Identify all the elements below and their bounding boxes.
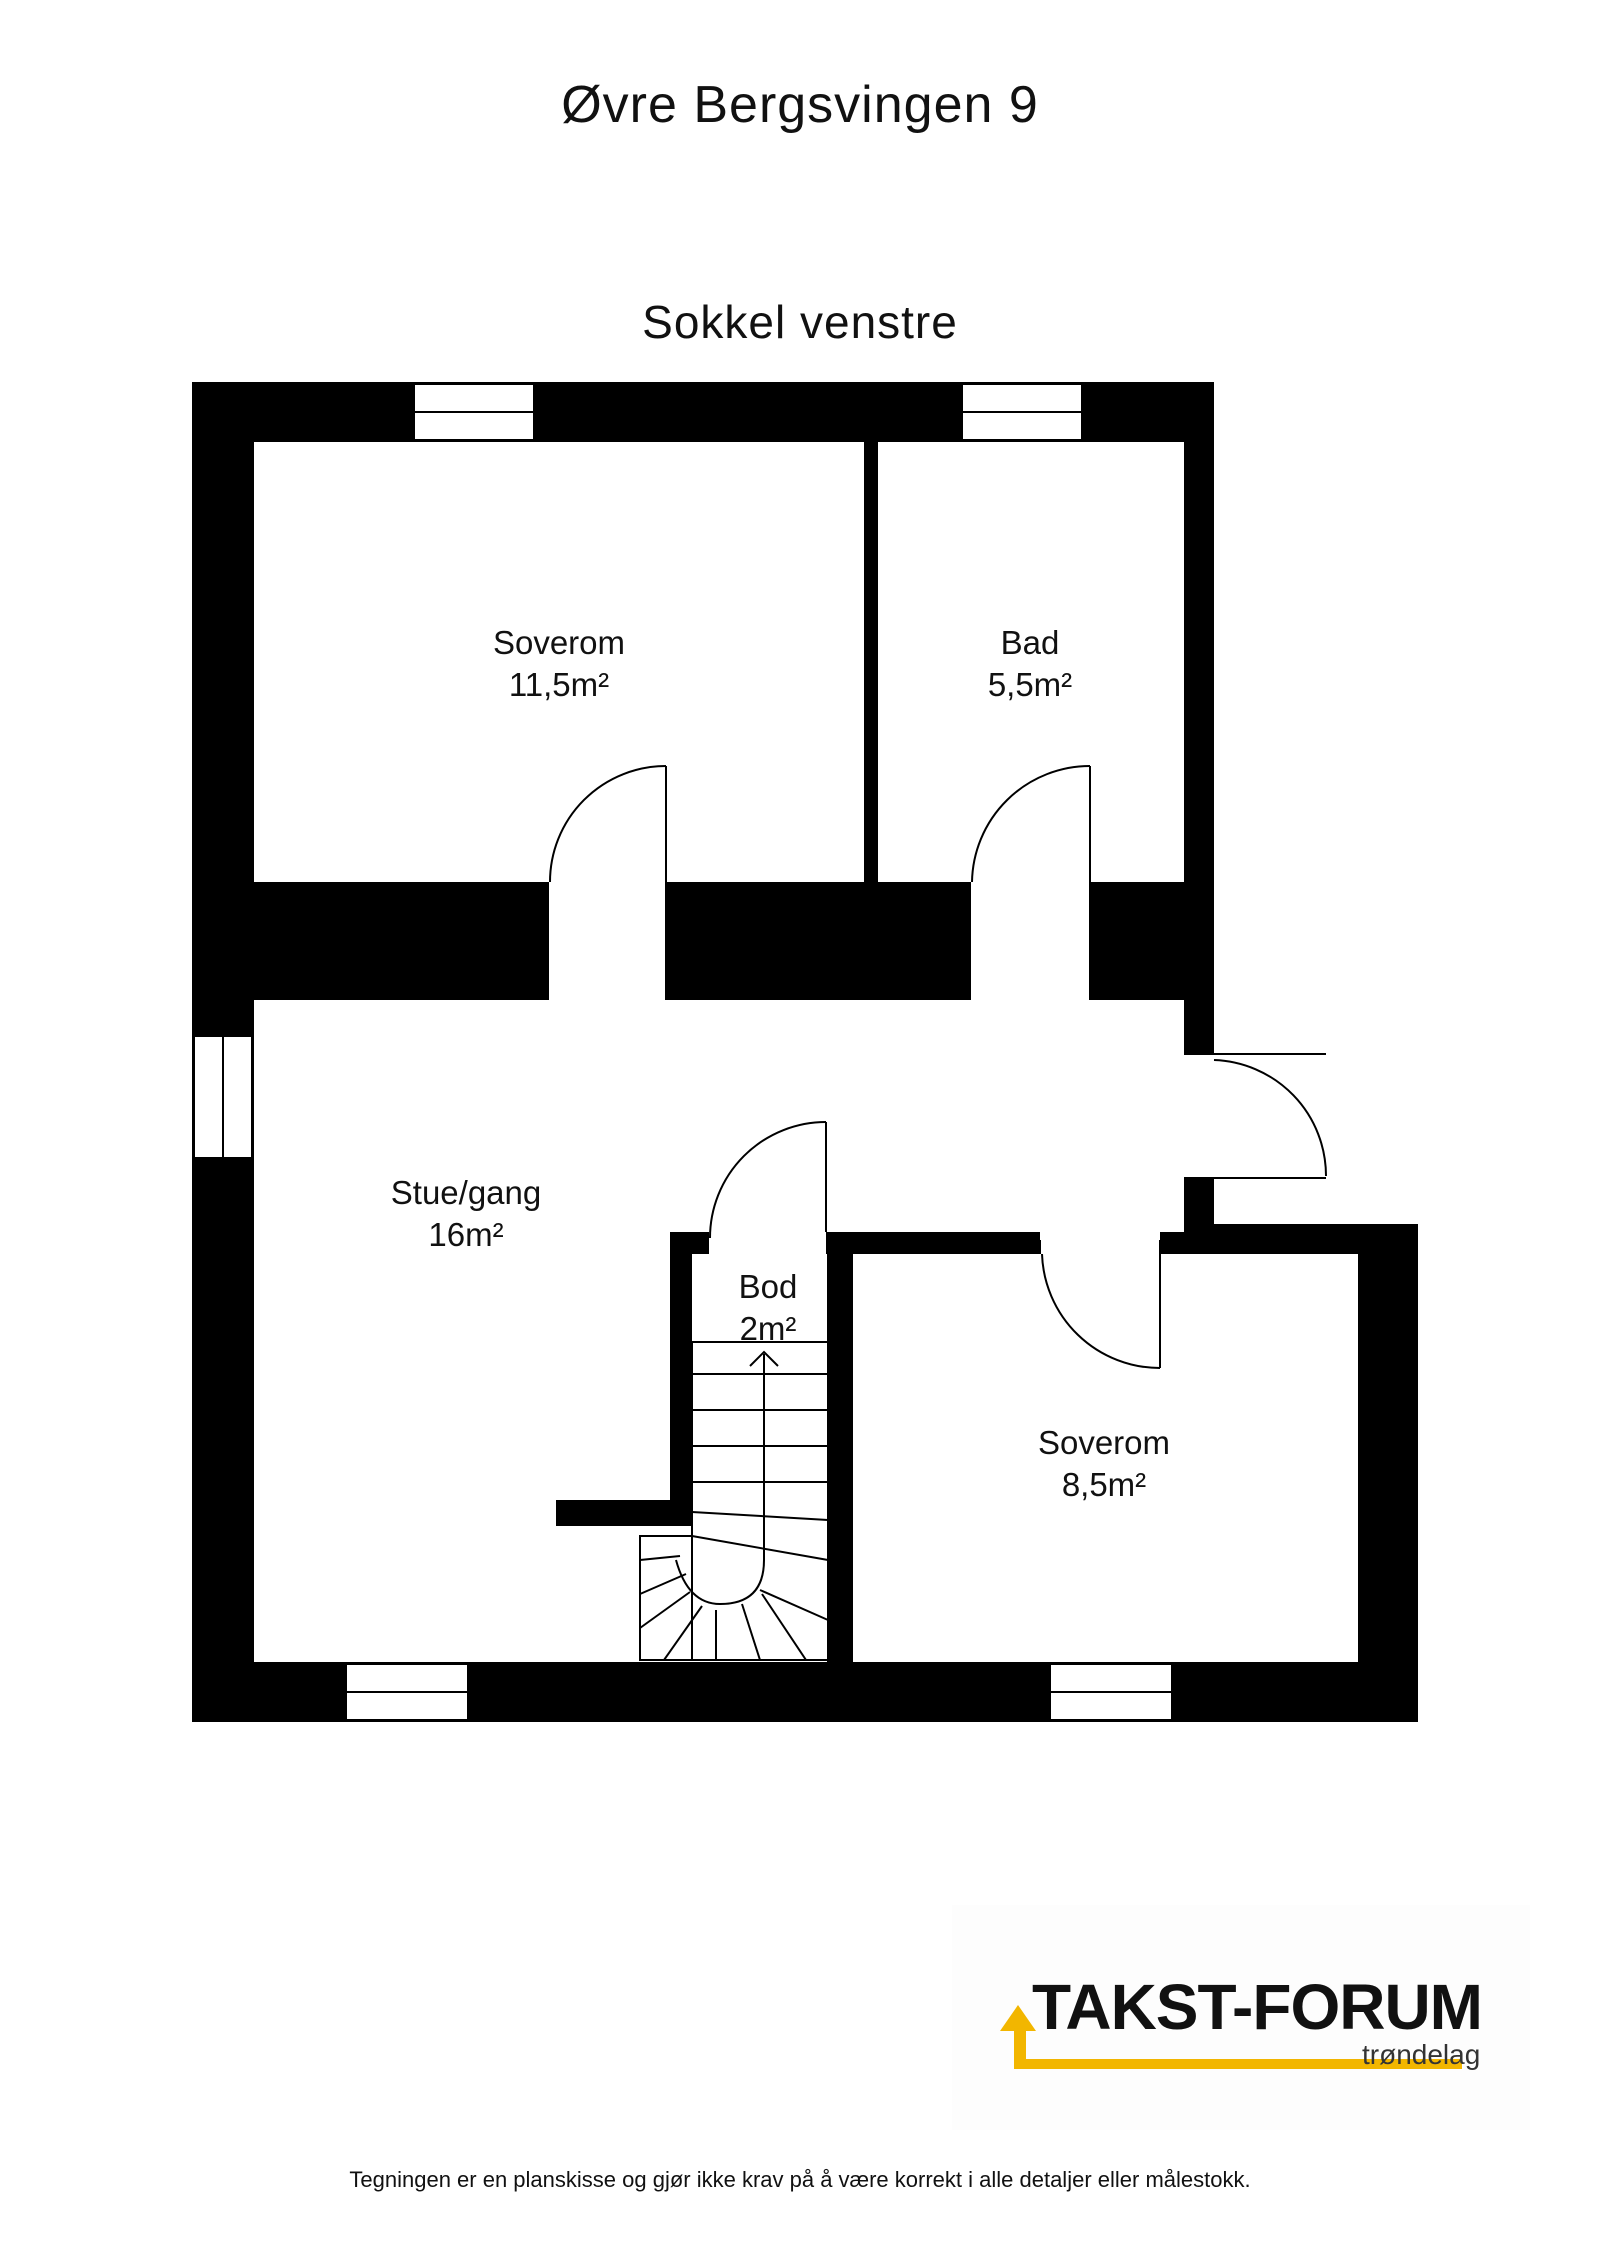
svg-text:Bod: Bod — [739, 1268, 798, 1305]
disclaimer-text: Tegningen er en planskisse og gjør ikke … — [349, 2167, 1251, 2192]
room-label-bathroom: Bad 5,5m² — [988, 624, 1072, 703]
door-bathroom — [969, 765, 1091, 1000]
floor-name: Sokkel venstre — [642, 296, 958, 348]
room-label-storage: Bod 2m² — [739, 1268, 798, 1347]
room-label-bedroom-2: Soverom 8,5m² — [1038, 1424, 1170, 1503]
staircase — [639, 1341, 829, 1661]
room-label-living-hall: Stue/gang 16m² — [391, 1174, 541, 1253]
window-bottom-right — [1049, 1663, 1173, 1721]
svg-text:2m²: 2m² — [740, 1310, 797, 1347]
window-top-left — [413, 383, 535, 441]
logo-subtext: trøndelag — [1362, 2039, 1481, 2070]
door-entrance — [1184, 1053, 1327, 1179]
window-top-right — [961, 383, 1083, 441]
window-bottom-left — [345, 1663, 469, 1721]
svg-text:11,5m²: 11,5m² — [509, 666, 609, 703]
svg-text:16m²: 16m² — [428, 1216, 503, 1253]
svg-text:Soverom: Soverom — [1038, 1424, 1170, 1461]
door-bedroom-1 — [547, 765, 667, 1000]
logo-mark-icon — [1000, 2005, 1462, 2069]
svg-text:Soverom: Soverom — [493, 624, 625, 661]
room-label-bedroom-1: Soverom 11,5m² — [493, 624, 625, 703]
window-left — [193, 1035, 253, 1159]
doors — [547, 765, 1327, 1369]
svg-text:Bad: Bad — [1001, 624, 1060, 661]
door-storage — [707, 1121, 827, 1254]
svg-text:8,5m²: 8,5m² — [1062, 1466, 1146, 1503]
walls — [192, 382, 1418, 1722]
door-bedroom-2 — [1039, 1240, 1161, 1369]
svg-text:Stue/gang: Stue/gang — [391, 1174, 541, 1211]
logo-text: TAKST-FORUM — [1032, 1971, 1483, 2043]
svg-text:5,5m²: 5,5m² — [988, 666, 1072, 703]
company-logo: TAKST-FORUM trøndelag — [952, 1905, 1530, 2130]
windows — [193, 383, 1173, 1721]
property-address: Øvre Bergsvingen 9 — [561, 76, 1039, 134]
